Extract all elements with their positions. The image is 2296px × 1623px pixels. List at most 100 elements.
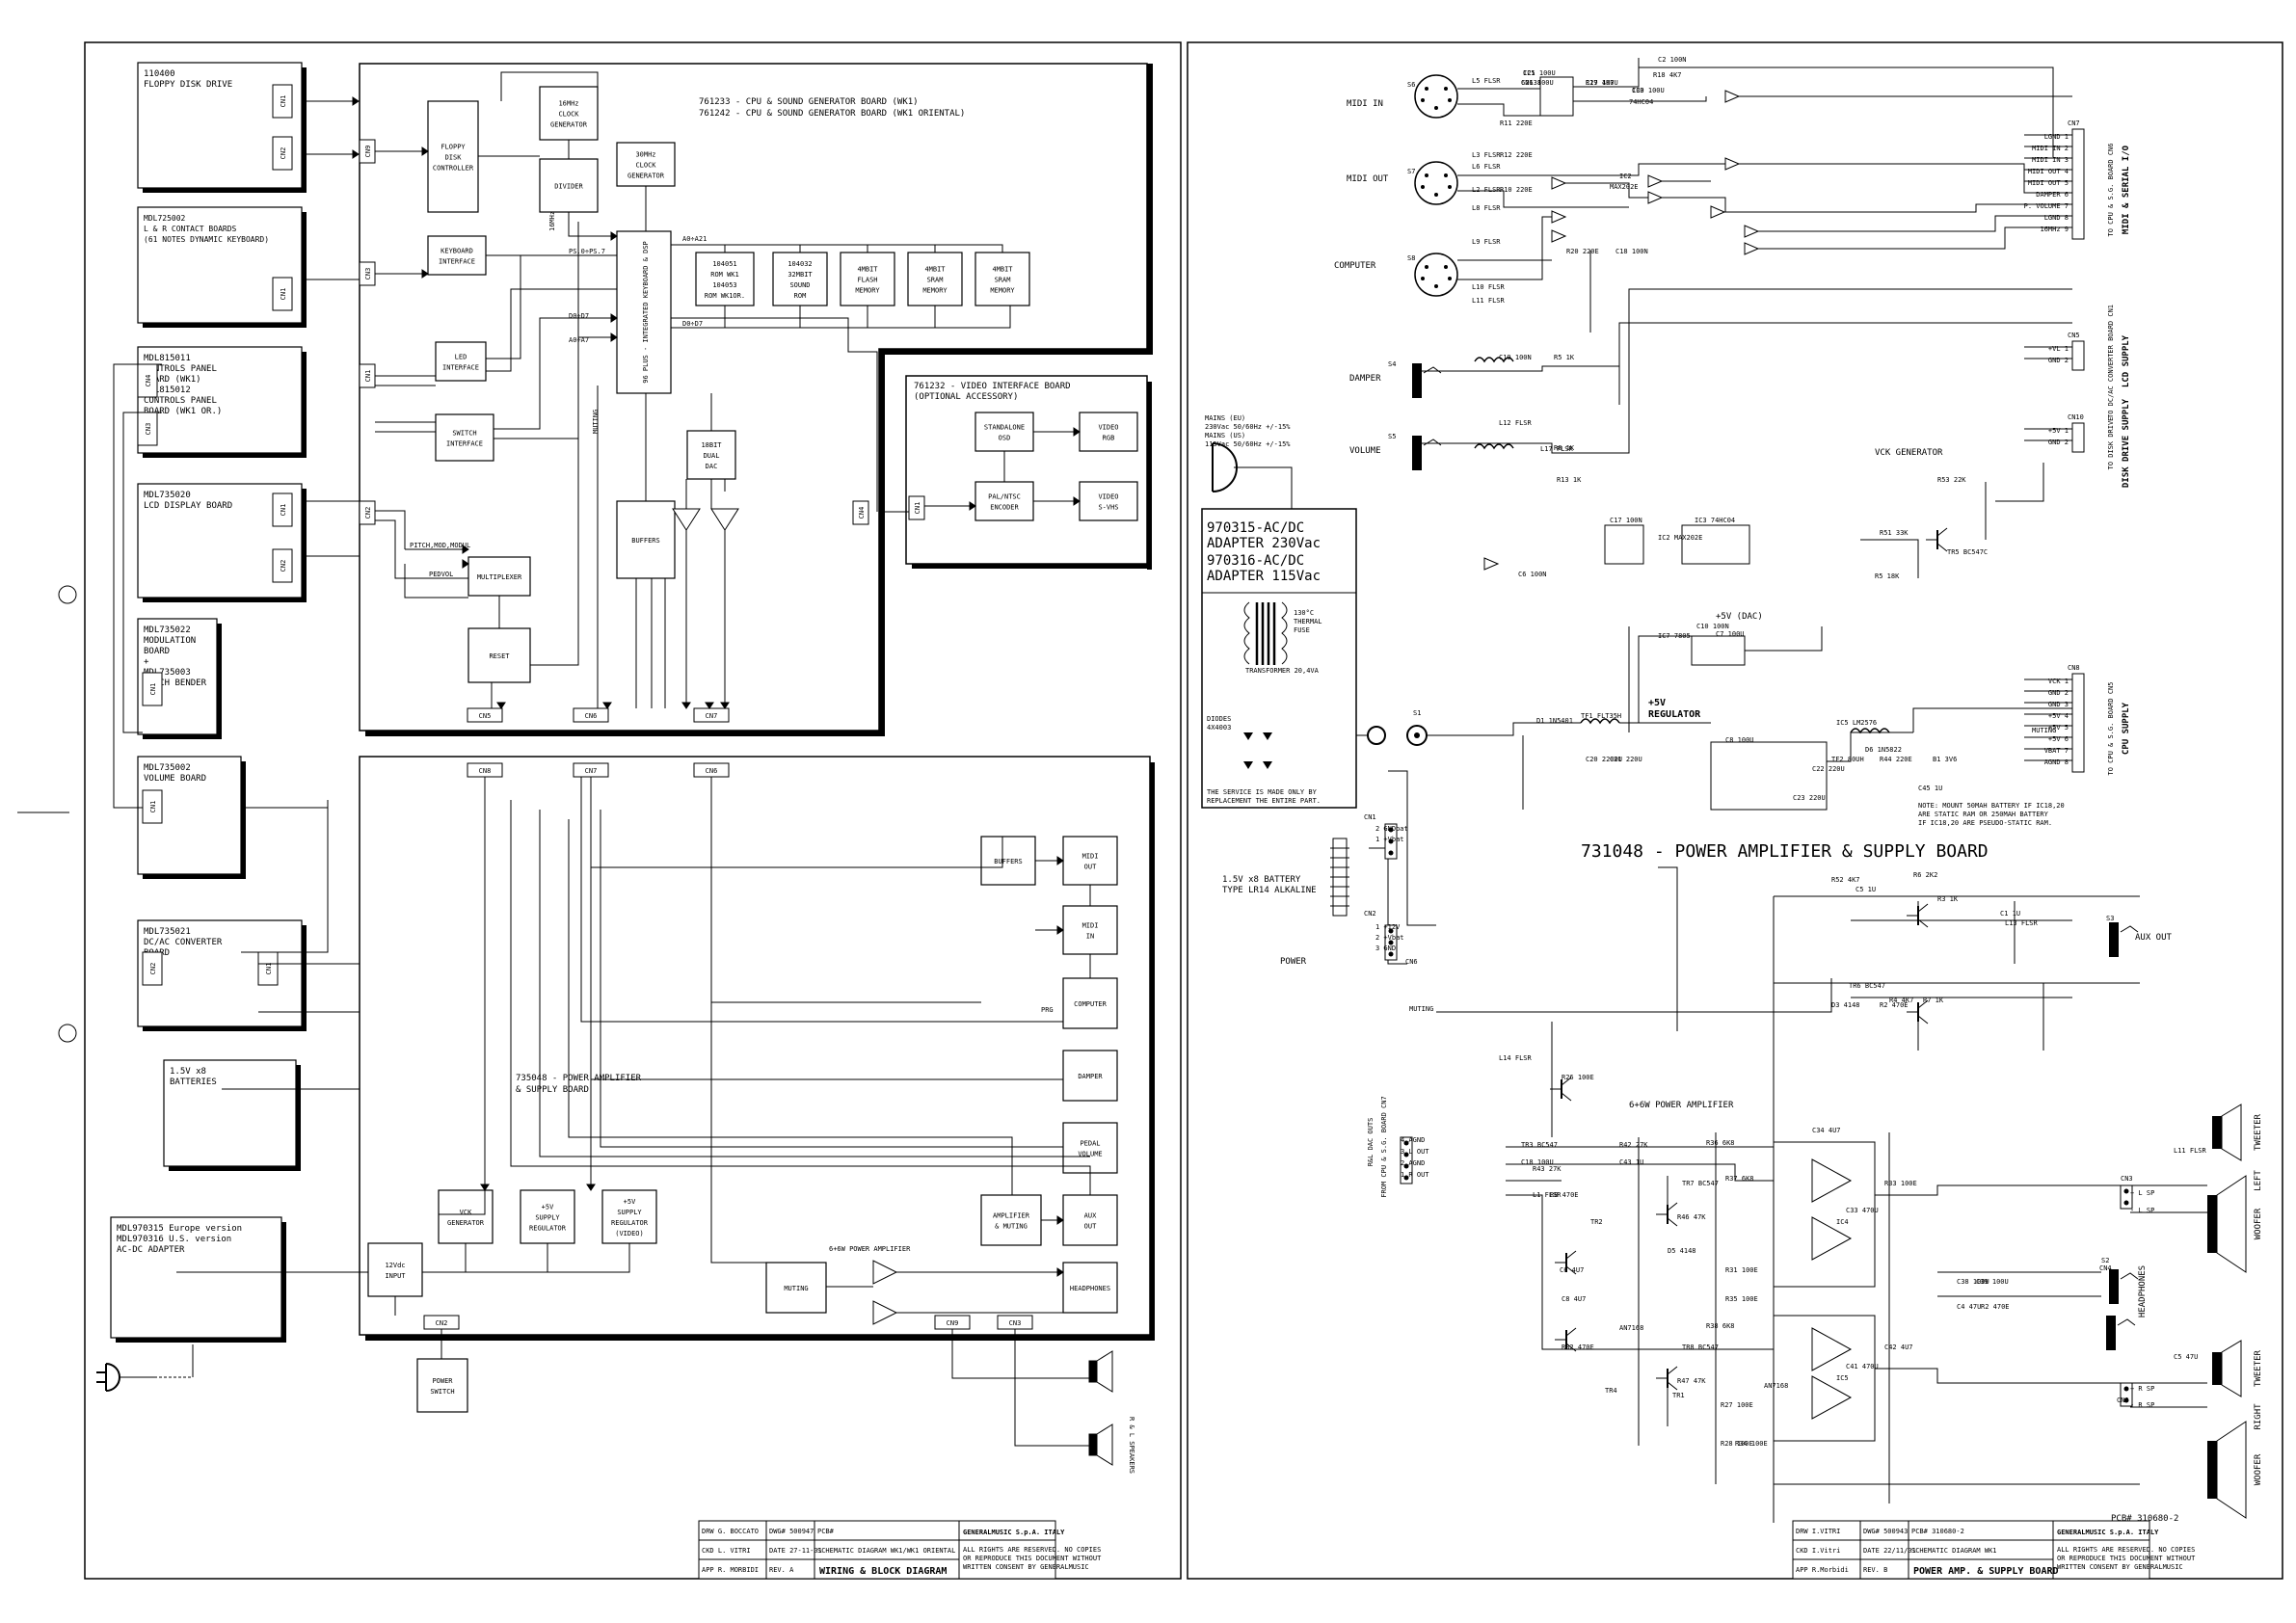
part-label: C1 1U [2000,910,2020,918]
inductor-3 [1474,357,1514,363]
part-label: C18 100U [1521,1158,1554,1166]
bus-ps-label: PS.0÷PS.7 [569,248,605,255]
ext-board-1-text: 110400 [144,69,175,79]
part-label: IC4 [1836,1218,1849,1226]
wire [1436,978,1832,1013]
supply-regulator-block-label: +5V [542,1204,554,1211]
connector-pin: +VL 1 [2048,345,2069,353]
amp-cn9: CN9 [934,1315,971,1330]
part-label: R17 4K7 [1586,79,1615,87]
connector-pin: GND 2 [2048,357,2069,364]
part-label: D5 4148 [1668,1247,1696,1255]
tb-pcb: PCB# [817,1528,835,1535]
keyboard-interface-block-label: INTERFACE [439,258,475,266]
cpu-cn5: CN5 [467,707,503,723]
part-label: L14 FLSR [1499,1054,1533,1062]
osd-block-label: STANDALONE [984,424,1025,432]
tb-dwg: DWG# 500947 [769,1528,814,1535]
connector-pin: MIDI OUT 5 [2028,179,2069,187]
cpu-cn2: CN2 [359,500,376,525]
ext-board-2-cn1-label: CN1 [280,288,287,301]
cpu-cn7: CN7 [693,707,730,723]
sram-memory-1-block-label: 4MBIT [924,266,946,274]
right-sheet-frame [1187,41,2283,1580]
part-label: C21 220U [1610,756,1642,763]
headphones-block: HEADPHONES [1062,1262,1118,1314]
floppy-controller-block-label: CONTROLLER [433,165,474,173]
flash-memory-block-label: 4MBIT [857,266,878,274]
ac-plug-icon [96,1344,194,1392]
part-label: C7 100U [1716,630,1745,638]
service-text: REPLACEMENT THE ENTIRE PART. [1207,797,1321,805]
switch-interface-block-label: SWITCH [452,430,476,438]
flash-memory-block-label: FLASH [857,277,877,284]
connector-sub: TO CPU & S.G. BOARD CN6 [2107,144,2115,237]
speaker-icons [1088,1350,1113,1466]
part-label: R38 6K8 [1706,1322,1735,1330]
wire [1422,288,2072,454]
transistor-5 [1555,1250,1577,1275]
connector-pin: VBAT 7 [2044,747,2069,755]
pedvol-label: PEDVOL [429,571,453,578]
connector-label: LCD SUPPLY [2122,334,2131,387]
connector-pin: P. VOLUME 7 [2024,202,2069,210]
dc-jack-s1 [1406,725,1428,746]
wire [1369,847,1407,965]
part-label: IC3 [1632,87,1644,94]
diodes-label: DIODES [1207,715,1231,723]
gate-7 [1744,225,1760,238]
cpu-cn5-label: CN5 [479,712,492,720]
tb-ckd: CKD I.Vitri [1796,1547,1840,1555]
part-label: C2 100N [1658,56,1687,64]
connector-pin: DAMPER 6 [2036,191,2069,199]
arrowhead [352,96,360,106]
side-label-speaker-1: LEFT [2254,1170,2263,1191]
part-label: C22 220U [1812,765,1845,773]
part-label: R46 47K [1677,1213,1706,1221]
part-label: TR7 BC547 [1682,1180,1719,1187]
transistor-8 [1907,999,1929,1024]
part-label: R5 18K [1875,572,1900,580]
reset-block: RESET [467,627,531,683]
part-label: C8 4U7 [1562,1295,1586,1303]
transformer-label: TRANSFORMER 20,4VA [1245,667,1320,675]
pin-label: 1 R OUT [1401,1171,1429,1179]
ext-board-7-text: MDL735021 [144,927,191,937]
tb-date: DATE 22/11/01 [1863,1547,1916,1555]
part-label: L13 FLSR [2005,919,2039,927]
wire [1457,103,1540,117]
part-label: C30 100U [1632,87,1665,94]
din-connector-3 [1414,253,1458,297]
cpu-cn2-label: CN2 [364,507,372,519]
opamp-2 [1811,1216,1853,1261]
tb-rights: WRITTEN CONSENT BY GENERALMUSIC [963,1563,1089,1571]
part-label: TR3 BC547 [1521,1141,1558,1149]
diodes-label: 4X4003 [1207,724,1231,732]
ext-board-6-text: MDL735002 [144,763,191,773]
wire [568,212,617,237]
opamp-4 [1811,1375,1853,1420]
pin-label: CN6 [1405,958,1418,966]
part-label: L12 FLSR [1499,419,1533,427]
amp-cn2-label: CN2 [436,1319,448,1327]
opamp-3 [1811,1327,1853,1371]
bus-addr2-label: A0÷A7 [569,336,589,344]
part-label: L17 FLSR [1540,445,1574,453]
wire [486,255,521,359]
dac-buffer-amp-2 [710,508,739,531]
side-label-headphones: HEADPHONES [2138,1265,2148,1317]
supply-regulator-video-block-label: SUPPLY [617,1209,642,1216]
part-label: IC1 [1523,69,1535,77]
inductor-4 [1474,443,1514,450]
part-label: C34 4U7 [1812,1127,1841,1134]
pedal-volume-block-label: PEDAL [1080,1140,1100,1148]
